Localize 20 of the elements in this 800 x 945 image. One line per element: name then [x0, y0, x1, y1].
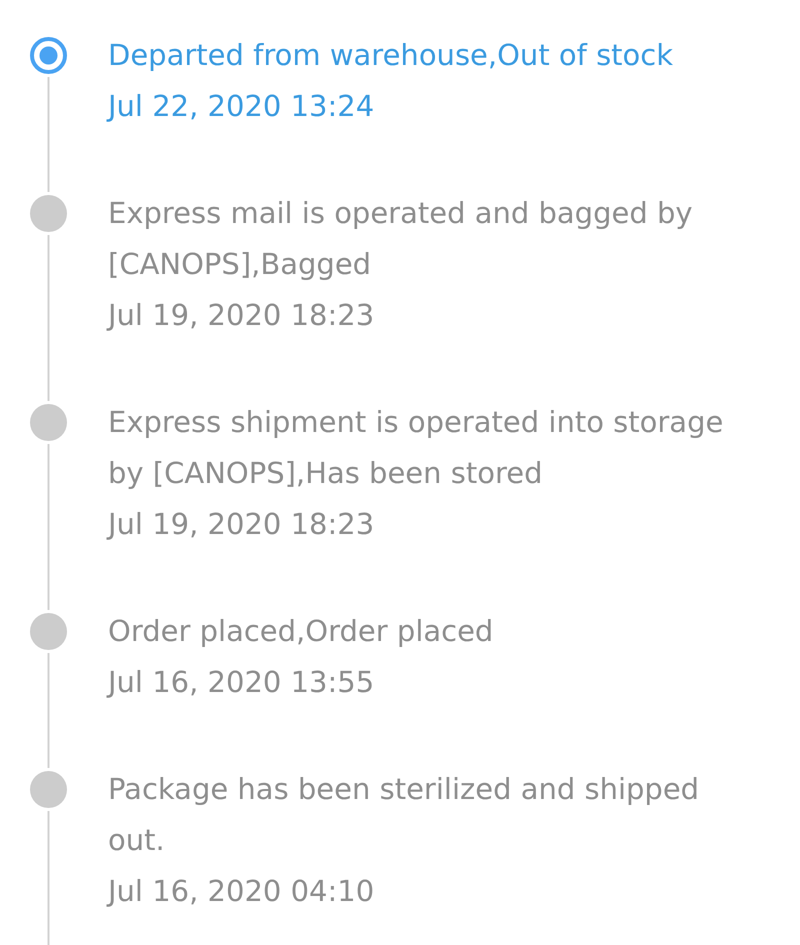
timeline-dot-icon [30, 404, 67, 441]
event-timestamp: Jul 16, 2020 04:10 [108, 873, 376, 910]
timeline-connector [48, 653, 50, 768]
event-description: Express mail is operated and bagged by [CANOPS],Bagged [108, 195, 694, 283]
timeline-dot-icon [30, 613, 67, 650]
event-description: Express shipment is operated into storage by [CANOPS],Has been stored [108, 404, 724, 492]
timeline-connector [48, 444, 50, 610]
event-timestamp: Jul 19, 2020 18:23 [108, 506, 376, 543]
event-description: Order placed,Order placed [108, 613, 494, 650]
timeline-dot-icon [30, 195, 67, 232]
timeline-connector [48, 235, 50, 401]
timeline-connector [48, 77, 50, 192]
event-description: Package has been sterilized and shipped out. [108, 771, 700, 859]
timeline-connector [48, 811, 50, 945]
timeline-dot-icon [30, 771, 67, 808]
event-description: Departed from warehouse,Out of stock [108, 37, 674, 74]
event-timestamp: Jul 19, 2020 18:23 [108, 297, 376, 334]
event-timestamp: Jul 22, 2020 13:24 [108, 88, 376, 125]
event-timestamp: Jul 16, 2020 13:55 [108, 664, 376, 701]
ring-dot-icon [30, 37, 67, 74]
